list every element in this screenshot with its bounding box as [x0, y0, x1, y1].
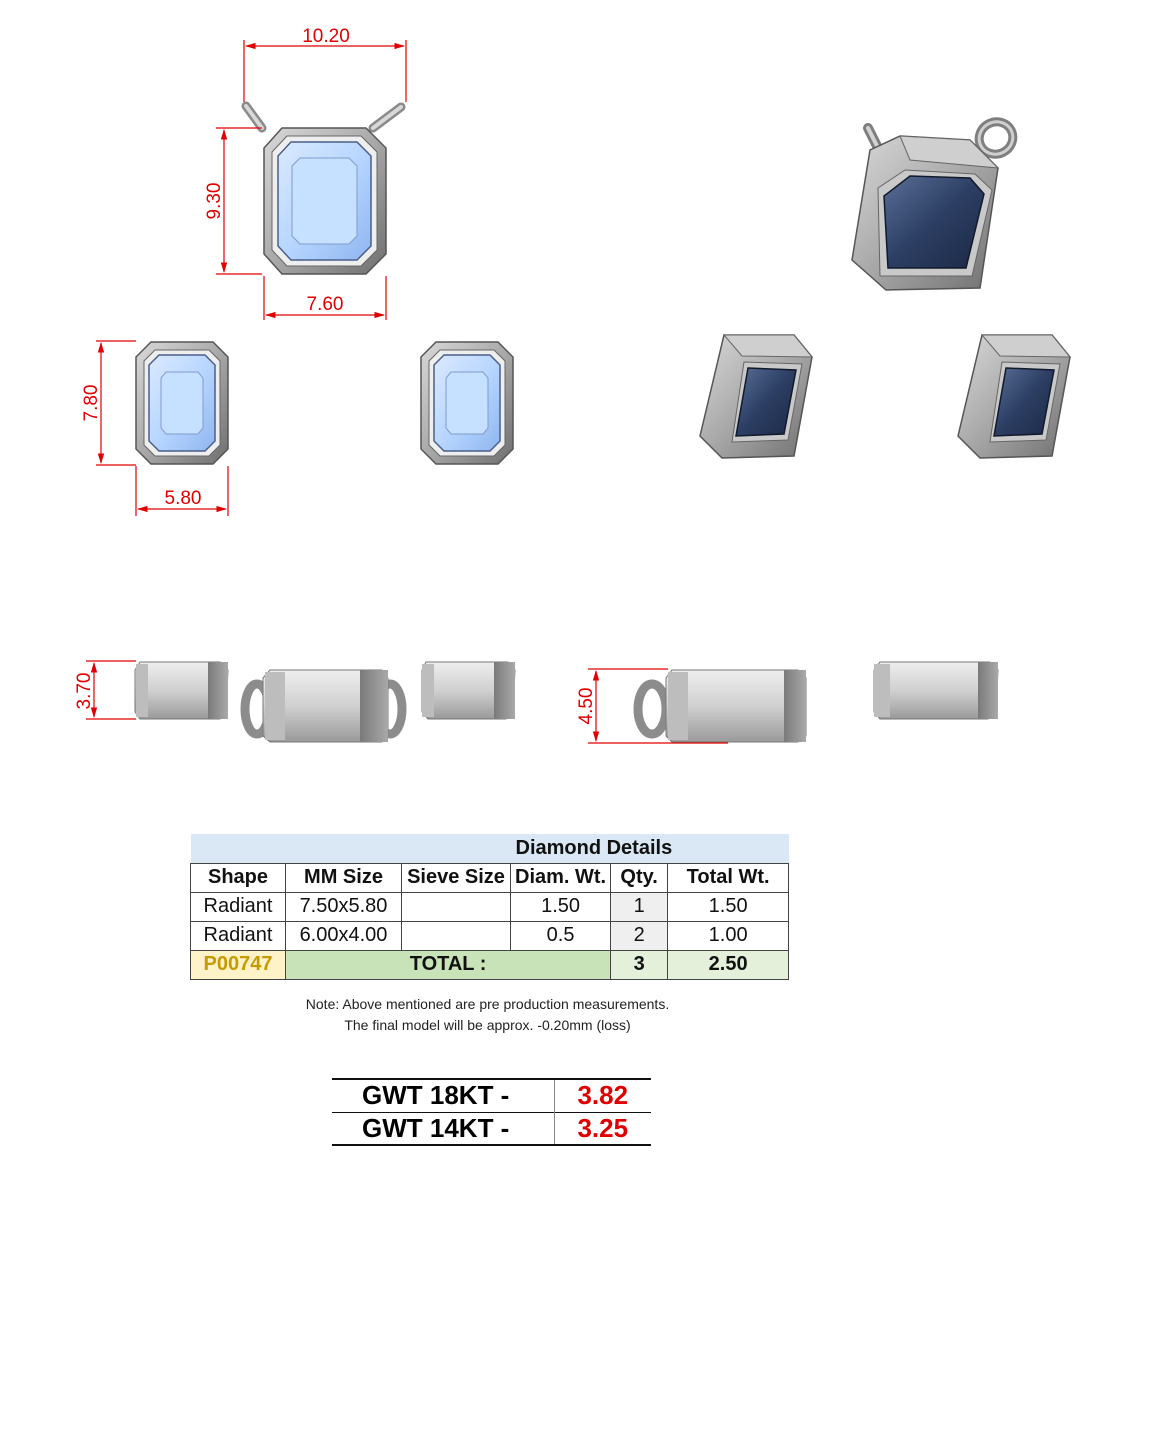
total-qty: 3	[610, 949, 669, 980]
earring-side-view-left	[134, 661, 229, 720]
total-label: TOTAL :	[284, 949, 612, 980]
note-line-2: The final model will be approx. -0.20mm …	[344, 1017, 631, 1033]
table-row: Radiant 7.50x5.80 1.50 1 1.50	[190, 891, 790, 922]
cell-total: 1.00	[667, 920, 790, 951]
product-code: P00747	[190, 949, 286, 980]
dim-earring-side-height: 3.70	[74, 673, 95, 710]
dim-top-width: 10.20	[302, 26, 350, 47]
cell-total: 1.50	[667, 891, 790, 922]
cell-mm: 7.50x5.80	[285, 891, 402, 922]
gross-weight-table: GWT 18KT - 3.82 GWT 14KT - 3.25	[332, 1078, 651, 1146]
diamond-details-table: Diamond Details Shape MM Size Sieve Size…	[190, 834, 790, 980]
cell-qty: 1	[610, 891, 669, 922]
table-header-row: Shape MM Size Sieve Size Diam. Wt. Qty. …	[190, 862, 790, 893]
cell-mm: 6.00x4.00	[285, 920, 402, 951]
table-title: Diamond Details	[190, 834, 789, 864]
dim-pendant-side-height: 4.50	[576, 688, 597, 725]
column-header: Qty.	[610, 862, 669, 893]
technical-drawing: 10.20 9.30 7.60 7.80 5.80	[74, 26, 1072, 744]
dim-bottom-width: 7.60	[307, 294, 344, 315]
gwt-row: GWT 18KT - 3.82	[332, 1079, 651, 1112]
column-header: Sieve Size	[401, 862, 511, 893]
dim-top-height: 9.30	[204, 183, 225, 220]
earring-perspective-view-left	[699, 334, 814, 459]
gwt-value: 3.25	[577, 1112, 629, 1143]
gwt-label: GWT 18KT -	[332, 1079, 555, 1112]
gwt-value: 3.82	[577, 1080, 629, 1111]
dim-earring-height: 7.80	[81, 385, 102, 422]
earring-side-view-middle	[421, 661, 516, 720]
earring-perspective-view-right	[957, 334, 1072, 459]
table-row: Radiant 6.00x4.00 0.5 2 1.00	[190, 920, 790, 951]
earring-front-view-right	[420, 341, 514, 465]
column-header: MM Size	[285, 862, 402, 893]
pendant-front-view	[241, 101, 406, 275]
pendant-side-view-right	[633, 669, 807, 743]
column-header: Shape	[190, 862, 286, 893]
cell-shape: Radiant	[190, 891, 286, 922]
cell-shape: Radiant	[190, 920, 286, 951]
gwt-row: GWT 14KT - 3.25	[332, 1112, 651, 1145]
column-header: Diam. Wt.	[509, 862, 612, 893]
table-total-row: P00747 TOTAL : 3 2.50	[190, 949, 790, 980]
cell-qty: 2	[610, 920, 669, 951]
gwt-label: GWT 14KT -	[332, 1112, 555, 1145]
cell-sieve	[401, 891, 511, 922]
cell-diam: 0.5	[509, 920, 612, 951]
earring-front-view-left	[135, 341, 229, 465]
note-line-1: Note: Above mentioned are pre production…	[305, 996, 670, 1012]
dim-earring-width: 5.80	[165, 488, 202, 509]
column-header: Total Wt.	[667, 862, 790, 893]
pendant-perspective-view	[851, 117, 1018, 291]
total-weight: 2.50	[667, 949, 790, 980]
cell-sieve	[401, 920, 511, 951]
pendant-side-view-left	[240, 669, 407, 743]
cell-diam: 1.50	[509, 891, 612, 922]
earring-side-view-right	[873, 661, 999, 720]
